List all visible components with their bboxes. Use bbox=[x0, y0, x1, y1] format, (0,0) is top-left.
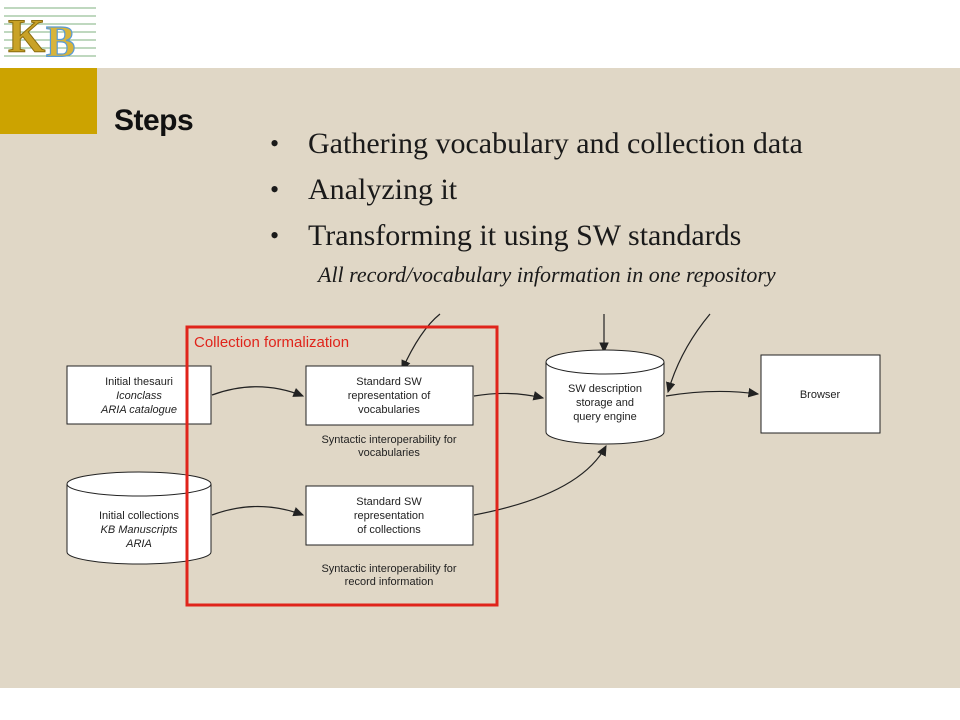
collections-line: Initial collections bbox=[99, 510, 180, 522]
coll-line: representation bbox=[354, 510, 424, 522]
incoming-arrow bbox=[401, 313, 441, 372]
flow-arrow bbox=[473, 444, 607, 516]
flow-arrow bbox=[473, 391, 545, 401]
coll-caption: Syntactic interoperability for bbox=[321, 563, 456, 575]
storage-line: storage and bbox=[576, 397, 634, 409]
flow-arrow bbox=[665, 387, 760, 398]
svg-text:K: K bbox=[8, 10, 45, 63]
thesauri-line: Initial thesauri bbox=[105, 376, 173, 388]
coll-line: of collections bbox=[357, 524, 421, 536]
browser-label: Browser bbox=[800, 389, 841, 401]
bullet-dot-icon: • bbox=[270, 129, 280, 158]
kb-logo-icon: K B bbox=[4, 7, 96, 66]
bullet-dot-icon: • bbox=[270, 175, 280, 204]
thesauri-line: Iconclass bbox=[116, 390, 162, 402]
incoming-arrow bbox=[666, 313, 711, 394]
thesauri-line: ARIA catalogue bbox=[100, 404, 177, 416]
collection-formalization-label: Collection formalization bbox=[194, 334, 349, 351]
bullet-list: •Gathering vocabulary and collection dat… bbox=[270, 122, 803, 260]
collections-line: ARIA bbox=[125, 538, 152, 550]
storage-database-top bbox=[545, 349, 665, 375]
svg-text:B: B bbox=[46, 17, 75, 66]
bullet-item: •Transforming it using SW standards bbox=[270, 214, 803, 260]
browser-box bbox=[760, 354, 881, 434]
bottom-strip bbox=[0, 688, 960, 720]
vocab-caption: vocabularies bbox=[358, 447, 420, 459]
coll-caption: record information bbox=[345, 576, 434, 588]
storage-database bbox=[545, 362, 665, 445]
flow-arrow bbox=[211, 386, 305, 397]
vocab-line: vocabularies bbox=[358, 404, 420, 416]
vocab-line: representation of bbox=[348, 390, 431, 402]
bullet-item: •Analyzing it bbox=[270, 168, 803, 214]
vocab-caption: Syntactic interoperability for bbox=[321, 434, 456, 446]
sub-bullet: All record/vocabulary information in one… bbox=[318, 262, 776, 287]
collections-database-top bbox=[66, 471, 212, 497]
bullet-dot-icon: • bbox=[270, 221, 280, 250]
accent-block bbox=[0, 68, 97, 134]
collection-formalization-frame bbox=[185, 325, 499, 607]
collections-box bbox=[305, 485, 474, 546]
vocab-box bbox=[305, 365, 474, 426]
coll-line: Standard SW bbox=[356, 496, 422, 508]
section-title: Steps bbox=[114, 104, 194, 137]
flow-arrow bbox=[211, 505, 305, 517]
vocab-line: Standard SW bbox=[356, 376, 422, 388]
storage-line: SW description bbox=[568, 383, 642, 395]
bullet-item: •Gathering vocabulary and collection dat… bbox=[270, 122, 803, 168]
collections-line: KB Manuscripts bbox=[100, 524, 178, 536]
storage-line: query engine bbox=[573, 411, 637, 423]
collections-database bbox=[66, 484, 212, 565]
